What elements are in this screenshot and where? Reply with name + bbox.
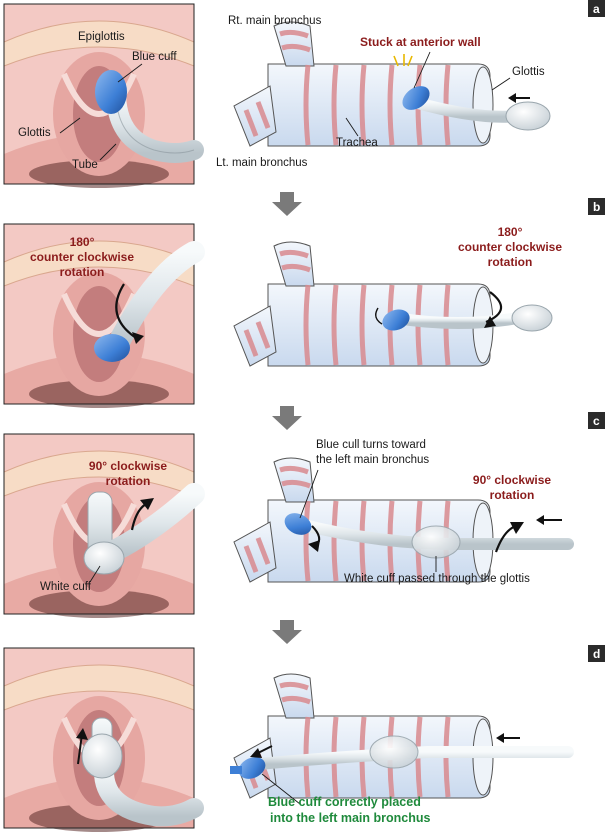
- label-c-left-rotation-2: rotation: [106, 474, 151, 488]
- label-b-left-rotation-1: 180°: [70, 235, 95, 249]
- panel-c-airway: [234, 458, 574, 582]
- label-trachea: Trachea: [336, 137, 378, 149]
- label-stuck-anterior-wall: Stuck at anterior wall: [360, 35, 481, 49]
- label-blue-turn-1: Blue cull turns toward: [316, 439, 426, 451]
- panel-letter-d: d: [593, 647, 600, 661]
- panel-c: 90° clockwise rotation White cuff Blue c…: [4, 412, 605, 618]
- step-arrow-icon: [272, 406, 302, 430]
- label-c-right-rotation-2: rotation: [490, 488, 535, 502]
- label-placed-2: into the left main bronchus: [270, 811, 430, 825]
- white-cuff-icon: [81, 733, 123, 779]
- label-glottis-left: Glottis: [18, 127, 51, 139]
- label-tube: Tube: [72, 159, 98, 171]
- panel-letter-b: b: [593, 200, 600, 214]
- label-c-right-rotation-1: 90° clockwise: [473, 473, 552, 487]
- panel-letter-a: a: [593, 2, 600, 16]
- arrow-left-icon: [536, 515, 562, 525]
- step-arrow-icon: [272, 620, 302, 644]
- step-arrow-icon: [272, 192, 302, 216]
- blue-cuff-icon: [95, 70, 127, 114]
- panel-a: Epiglottis Blue cuff Glottis Tube Rt. ma…: [4, 0, 605, 188]
- blue-cuff-icon: [284, 513, 312, 535]
- panel-d-airway: [230, 674, 574, 798]
- panel-b: 180° counter clockwise rotation 180° cou…: [4, 198, 605, 408]
- label-b-right-rotation-1: 180°: [498, 225, 523, 239]
- white-cuff-icon: [505, 101, 551, 131]
- label-white-cuff: White cuff: [40, 581, 92, 593]
- blue-cuff-icon: [382, 309, 410, 331]
- panel-b-laryngoscope-view: [4, 224, 205, 408]
- blue-cuff-icon: [238, 757, 266, 779]
- panel-d-laryngoscope-view: [4, 648, 204, 832]
- label-b-right-rotation-3: rotation: [488, 255, 533, 269]
- white-cuff-icon: [511, 304, 553, 332]
- label-epiglottis: Epiglottis: [78, 31, 125, 43]
- arrow-left-icon: [250, 745, 273, 758]
- white-cuff-icon: [369, 735, 419, 769]
- label-blue-turn-2: the left main bronchus: [316, 454, 429, 466]
- panel-b-airway: [234, 242, 553, 366]
- arrow-left-icon: [508, 93, 530, 103]
- label-blue-cuff: Blue cuff: [132, 51, 177, 63]
- white-cuff-icon: [411, 525, 461, 559]
- label-b-left-rotation-3: rotation: [60, 265, 105, 279]
- label-white-cuff-passed: White cuff passed through the glottis: [344, 573, 530, 585]
- label-lt-main-bronchus: Lt. main bronchus: [216, 157, 308, 169]
- label-c-left-rotation-1: 90° clockwise: [89, 459, 168, 473]
- panel-d: Blue cuff correctly placed into the left…: [4, 645, 605, 832]
- label-rt-main-bronchus: Rt. main bronchus: [228, 15, 322, 27]
- blue-cuff-stuck-icon: [402, 86, 430, 110]
- white-cuff-icon: [83, 541, 125, 575]
- panel-c-laryngoscope-view: [4, 434, 205, 618]
- panel-letter-c: c: [593, 414, 600, 428]
- arrow-left-icon: [496, 733, 520, 743]
- label-b-left-rotation-2: counter clockwise: [30, 250, 134, 264]
- panel-a-airway: [234, 22, 574, 146]
- label-glottis-right: Glottis: [512, 66, 545, 78]
- blue-cuff-icon: [94, 334, 130, 362]
- label-b-right-rotation-2: counter clockwise: [458, 240, 562, 254]
- label-placed-1: Blue cuff correctly placed: [268, 795, 421, 809]
- spark-icon: [393, 54, 413, 67]
